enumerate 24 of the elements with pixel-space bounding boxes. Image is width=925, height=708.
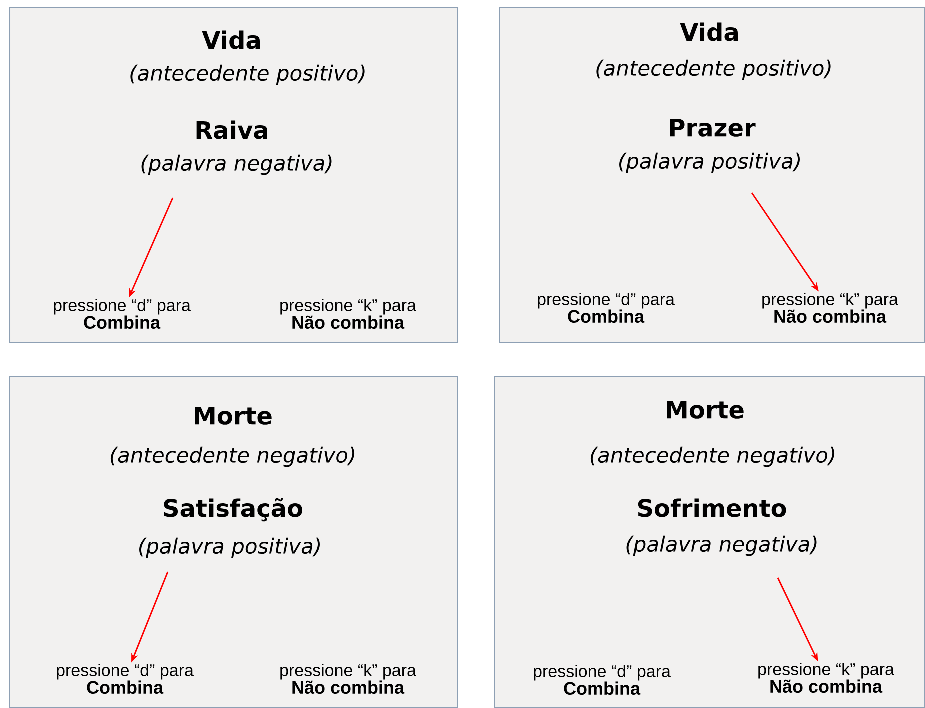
word-heading: Morte [667, 401, 744, 419]
word-heading: Sofrimento [638, 498, 786, 518]
word-subtitle: (palavra negativa) [626, 536, 817, 556]
word-subtitle: (antecedente negativo) [110, 446, 355, 468]
word-subtitle: (antecedente positivo) [130, 64, 365, 86]
word-heading: Morte [195, 407, 272, 425]
option-text: pressione “k” para Não combina [758, 662, 894, 694]
word-heading: Satisfação [164, 498, 302, 522]
option-text: pressione “d” para Combina [538, 292, 675, 324]
option-text: pressione “k” para Não combina [762, 292, 898, 324]
word-subtitle: (antecedente positivo) [596, 60, 831, 80]
word-heading: Vida [202, 30, 260, 50]
option-text: pressione “d” para Combina [534, 664, 671, 696]
word-subtitle: (antecedente negativo) [590, 446, 835, 468]
word-heading: Vida [680, 22, 738, 42]
option-text: pressione “d” para Combina [54, 298, 191, 330]
option-text: pressione “k” para Não combina [280, 664, 416, 694]
option-text: pressione “k” para Não combina [280, 298, 416, 330]
word-subtitle: (palavra positiva) [140, 538, 320, 558]
option-text: pressione “d” para Combina [57, 664, 194, 694]
word-subtitle: (palavra negativa) [142, 154, 332, 176]
word-heading: Prazer [670, 119, 756, 137]
word-heading: Raiva [196, 120, 268, 140]
word-subtitle: (palavra positiva) [620, 152, 800, 174]
